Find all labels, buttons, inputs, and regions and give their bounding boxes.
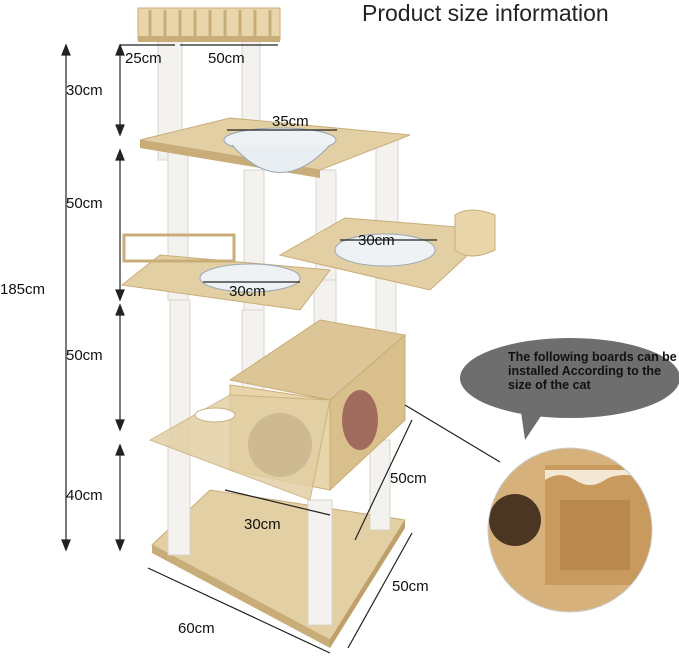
- dim-bowl-middle: 30cm: [229, 283, 266, 300]
- dim-height-1: 30cm: [66, 82, 103, 99]
- dim-height-2: 50cm: [66, 195, 103, 212]
- dim-top-width: 50cm: [208, 50, 245, 67]
- dim-total-height: 185cm: [0, 281, 46, 298]
- dim-cabinet-depth: 50cm: [390, 470, 427, 487]
- bowl-middle: [199, 263, 301, 293]
- dim-base-width: 60cm: [178, 620, 215, 637]
- bowl-side: [334, 233, 436, 267]
- dim-base-depth: 50cm: [392, 578, 429, 595]
- dim-top-depth: 25cm: [125, 50, 162, 67]
- dim-cabinet-width: 30cm: [244, 516, 281, 533]
- top-bed: [137, 7, 281, 42]
- page-title: Product size information: [362, 0, 609, 26]
- dim-bowl-side: 30cm: [358, 232, 395, 249]
- callout-text: The following boards can be installed Ac…: [508, 350, 677, 392]
- dim-bowl-top: 35cm: [272, 113, 309, 130]
- dim-height-3: 50cm: [66, 347, 103, 364]
- inset-detail-photo: [488, 448, 652, 612]
- dim-height-4: 40cm: [66, 487, 103, 504]
- callout-bubble: [460, 338, 679, 418]
- height-dimension-lines: [61, 43, 125, 552]
